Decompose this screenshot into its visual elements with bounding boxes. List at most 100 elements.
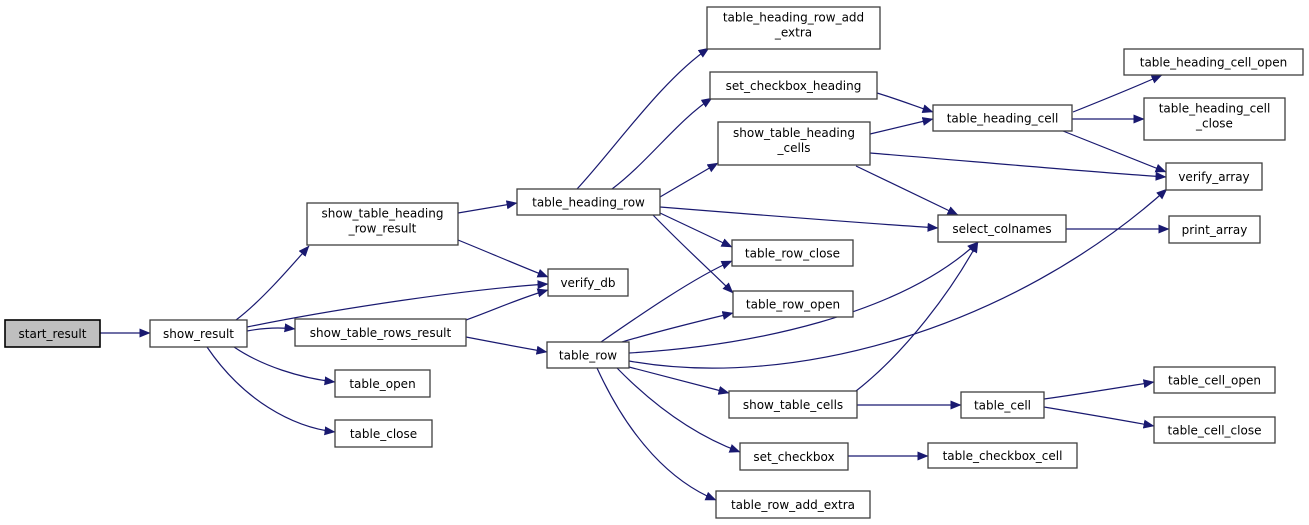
edge-table_row-to-table_row_close [600,260,733,343]
node-box-select_colnames [937,214,1067,243]
node-label-table_open: table_open [349,377,415,391]
edge-table_cell-to-table_cell_close [1043,406,1155,429]
node-table_open[interactable]: table_open [334,369,431,398]
edge-show_result-to-show_table_rows_result [246,323,296,333]
node-label-select_colnames: select_colnames [952,222,1051,236]
node-box-set_checkbox_heading [709,71,878,100]
node-label-table_row: table_row [559,349,617,363]
edge-show_table_heading_row_result-to-verify_db [457,239,549,278]
node-table_row_close[interactable]: table_row_close [731,239,854,267]
node-box-table_row_add_extra [715,490,871,519]
node-label-table_heading_cell: table_heading_cell [947,112,1059,126]
node-label-table_row_open: table_row_open [746,298,840,312]
node-box-show_table_heading_cells [717,121,871,166]
node-show_table_heading_cells[interactable]: show_table_heading_cells [717,121,871,166]
node-label-show_table_heading_row_result-line1: show_table_heading [322,207,444,221]
edge-show_table_heading_cells-to-table_heading_cell [869,117,934,135]
node-label-table_row_add_extra: table_row_add_extra [731,498,855,512]
node-table_close[interactable]: table_close [334,419,433,448]
edge-table_row-to-set_checkbox [616,367,741,453]
node-box-start_result [4,319,101,348]
node-label-table_cell: table_cell [974,399,1031,413]
node-label-table_heading_cell_open: table_heading_cell_open [1140,56,1288,70]
node-box-table_row [546,341,630,369]
edge-table_row-to-verify_array [628,188,1168,369]
node-table_heading_cell_open[interactable]: table_heading_cell_open [1123,48,1304,76]
node-set_checkbox_heading[interactable]: set_checkbox_heading [709,71,878,100]
edge-table_heading_cell-to-verify_array [1062,130,1167,173]
node-box-table_row_close [731,239,854,267]
node-label-print_array: print_array [1182,223,1248,237]
node-box-table_heading_cell [932,104,1073,132]
edge-show_result-to-verify_db [246,280,549,328]
node-box-table_open [334,369,431,398]
node-label-table_row_close: table_row_close [745,247,840,261]
edge-table_heading_row-to-table_row_close [659,212,733,248]
node-label-table_heading_row: table_heading_row [532,196,645,210]
node-show_table_heading_row_result[interactable]: show_table_heading_row_result [306,202,459,246]
node-verify_db[interactable]: verify_db [547,268,629,297]
edge-show_result-to-table_close [206,346,336,436]
edge-table_heading_row-to-show_table_heading_cells [659,162,719,198]
node-table_checkbox_cell[interactable]: table_checkbox_cell [927,442,1078,469]
edge-set_checkbox_heading-to-table_heading_cell [876,92,934,113]
node-table_row_open[interactable]: table_row_open [732,290,854,318]
node-box-print_array [1168,215,1261,244]
edge-table_row-to-table_row_open [621,311,734,343]
node-box-show_table_heading_row_result [306,202,459,246]
node-select_colnames[interactable]: select_colnames [937,214,1067,243]
edge-table_heading_cell-to-table_heading_cell_open [1072,74,1163,113]
node-box-table_cell_close [1153,416,1276,444]
node-label-show_result: show_result [163,327,234,341]
node-box-table_heading_row_add_extra [706,6,881,50]
edge-show_table_cells-to-select_colnames [855,241,979,392]
node-label-verify_array: verify_array [1178,170,1249,184]
node-show_table_rows_result[interactable]: show_table_rows_result [294,318,467,347]
edge-show_table_rows_result-to-verify_db [465,288,549,321]
node-label-table_heading_row_add_extra-line2: _extra [774,26,812,40]
node-label-start_result: start_result [19,327,87,341]
edge-table_heading_row-to-table_heading_row_add_extra [576,47,710,190]
node-table_row[interactable]: table_row [546,341,630,369]
node-print_array[interactable]: print_array [1168,215,1261,244]
node-label-show_table_heading_cells-line1: show_table_heading [733,126,855,140]
node-box-table_heading_cell_close [1143,97,1286,141]
node-label-set_checkbox: set_checkbox [753,450,834,464]
node-set_checkbox[interactable]: set_checkbox [739,442,849,471]
node-verify_array[interactable]: verify_array [1165,162,1263,191]
node-box-show_table_cells [728,390,858,419]
node-start_result[interactable]: start_result [4,319,101,348]
node-box-table_cell_open [1153,366,1276,394]
node-table_heading_cell_close[interactable]: table_heading_cell_close [1143,97,1286,141]
node-box-table_cell [960,391,1045,419]
edge-table_cell-to-table_cell_open [1043,379,1155,400]
node-label-show_table_heading_row_result-line2: _row_result [348,222,417,236]
node-label-table_heading_cell_close-line2: _close [1195,117,1233,131]
node-table_heading_row_add_extra[interactable]: table_heading_row_add_extra [706,6,881,50]
node-table_row_add_extra[interactable]: table_row_add_extra [715,490,871,519]
node-label-verify_db: verify_db [560,276,615,290]
edge-table_row-to-show_table_cells [628,366,730,395]
node-table_cell_open[interactable]: table_cell_open [1153,366,1276,394]
node-label-show_table_cells: show_table_cells [743,398,843,412]
node-label-table_heading_row_add_extra-line1: table_heading_row_add [723,11,864,25]
node-box-verify_array [1165,162,1263,191]
node-table_cell[interactable]: table_cell [960,391,1045,419]
node-table_cell_close[interactable]: table_cell_close [1153,416,1276,444]
edge-show_table_rows_result-to-table_row [465,336,548,355]
node-box-show_result [149,319,248,348]
node-show_result[interactable]: show_result [149,319,248,348]
node-table_heading_cell[interactable]: table_heading_cell [932,104,1073,132]
node-show_table_cells[interactable]: show_table_cells [728,390,858,419]
node-box-table_heading_row [516,188,661,216]
node-box-table_heading_cell_open [1123,48,1304,76]
node-label-show_table_heading_cells-line2: _cells [777,141,811,155]
node-label-table_close: table_close [350,427,417,441]
edge-table_heading_row-to-set_checkbox_heading [611,97,713,190]
edge-table_row-to-select_colnames [628,241,979,354]
node-table_heading_row[interactable]: table_heading_row [516,188,661,216]
edge-show_result-to-show_table_heading_row_result [235,245,310,321]
node-box-set_checkbox [739,442,849,471]
